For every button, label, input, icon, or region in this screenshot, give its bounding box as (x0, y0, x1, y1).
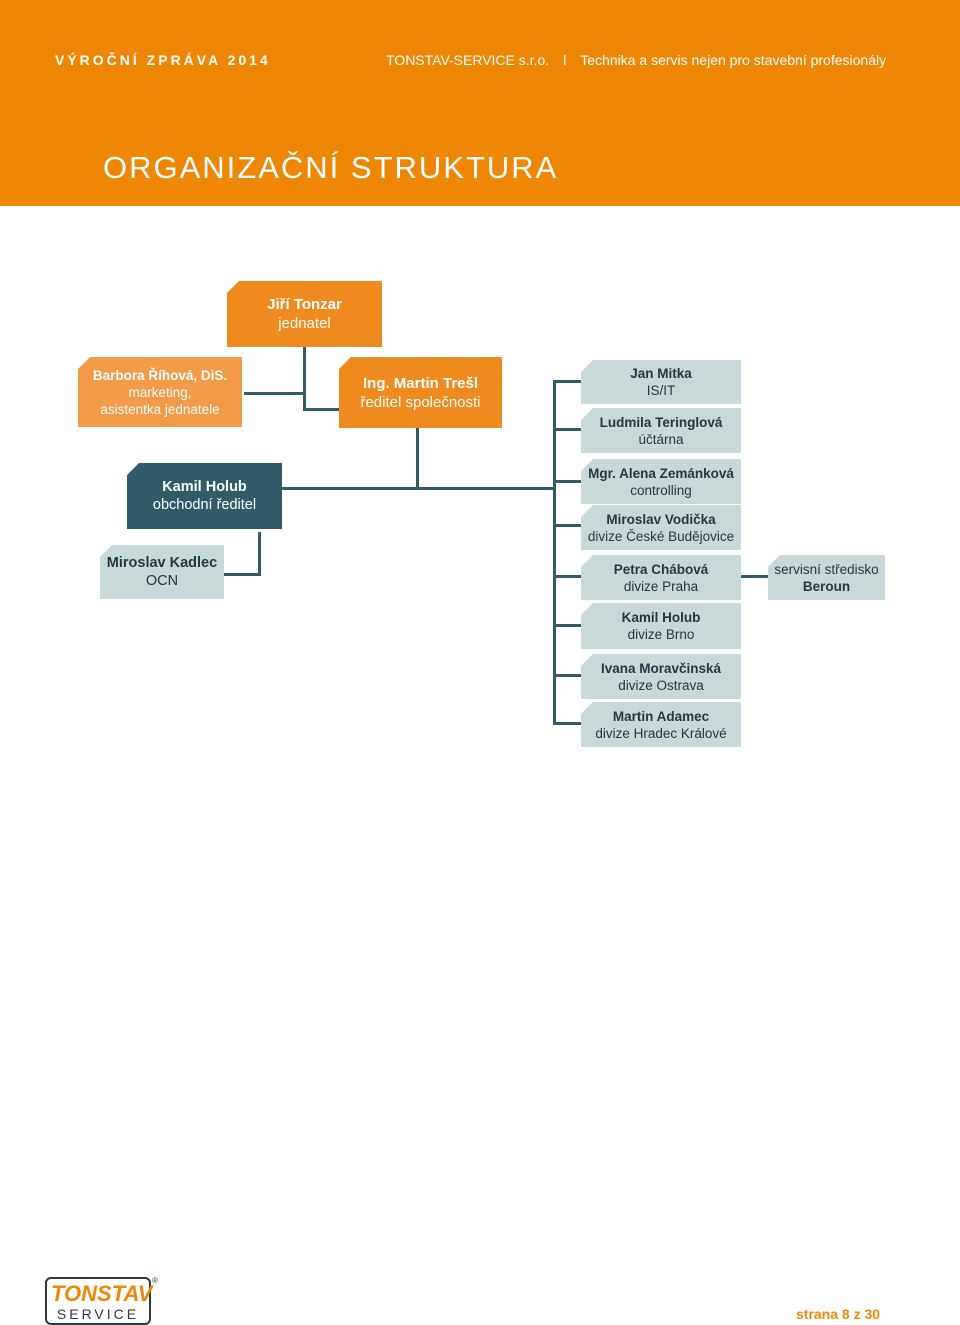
service-center-box: servisní středisko Beroun (768, 555, 885, 600)
unit-role: divize Praha (623, 578, 699, 594)
ocn-role: OCN (145, 573, 179, 589)
unit-box-ostrava: Ivana Moravčinská divize Ostrava (581, 654, 741, 699)
connector (553, 624, 581, 627)
ocn-box: Miroslav Kadlec OCN (100, 545, 224, 599)
assistant-box: Barbora Říhová, DiS. marketing, asistent… (78, 357, 242, 427)
company-logo: TONSTAV SERVICE (45, 1277, 153, 1325)
unit-role: controlling (630, 482, 692, 498)
director-box: Ing. Martin Trešl ředitel společnosti (339, 357, 502, 428)
assistant-role-2: asistentka jednatele (100, 401, 220, 417)
connector (553, 380, 556, 724)
connector (224, 573, 261, 576)
unit-name: Jan Mitka (630, 366, 692, 381)
connector (303, 347, 306, 411)
assistant-name: Barbora Říhová, DiS. (92, 367, 228, 383)
header-right: TONSTAV-SERVICE s.r.o. l Technika a servis… (386, 52, 886, 68)
unit-box-accounting: Ludmila Teringlová účtárna (581, 408, 741, 453)
tagline: Technika a servis nejen pro stavební pro… (580, 52, 887, 68)
connector (553, 480, 581, 483)
unit-box-praha: Petra Chábová divize Praha (581, 555, 741, 600)
unit-name: Martin Adamec (612, 708, 710, 724)
registered-mark: ® (152, 1276, 158, 1285)
logo-text-top: TONSTAV (51, 1281, 153, 1306)
unit-role: účtárna (638, 431, 684, 447)
page-number: strana 8 z 30 (796, 1306, 881, 1322)
company-name: TONSTAV-SERVICE s.r.o. (386, 52, 550, 68)
director-name: Ing. Martin Trešl (362, 374, 479, 392)
unit-role: divize Ostrava (618, 677, 704, 693)
ocn-name: Miroslav Kadlec (106, 555, 218, 571)
connector (553, 722, 581, 725)
connector (258, 532, 261, 576)
service-center-location: Beroun (802, 578, 851, 594)
connector (244, 392, 304, 395)
unit-name: Petra Chábová (613, 561, 709, 577)
director-role: ředitel společnosti (360, 393, 481, 411)
page-title: ORGANIZAČNÍ STRUKTURA (103, 150, 559, 185)
unit-role: divize České Budějovice (587, 528, 735, 544)
unit-name: Miroslav Vodička (606, 511, 716, 527)
connector (553, 575, 581, 578)
connector (553, 380, 581, 383)
logo-text-bottom: SERVICE (56, 1306, 140, 1322)
ceo-name: Jiří Tonzar (267, 296, 342, 313)
report-title: VÝROČNÍ ZPRÁVA 2014 (55, 52, 271, 68)
sales-director-box: Kamil Holub obchodní ředitel (127, 463, 282, 529)
header-banner: VÝROČNÍ ZPRÁVA 2014 TONSTAV-SERVICE s.r.… (0, 0, 960, 206)
unit-box-ceske-budejovice: Miroslav Vodička divize České Budějovice (581, 505, 741, 550)
sales-director-role: obchodní ředitel (152, 497, 257, 513)
unit-role: IS/IT (646, 383, 676, 398)
ceo-role: jednatel (278, 315, 331, 332)
unit-name: Mgr. Alena Zemánková (588, 465, 734, 481)
ceo-box: Jiří Tonzar jednatel (227, 281, 382, 347)
connector (553, 524, 581, 527)
unit-box-hradec-kralove: Martin Adamec divize Hradec Králové (581, 702, 741, 747)
unit-box-brno: Kamil Holub divize Brno (581, 603, 741, 649)
connector (553, 674, 581, 677)
unit-box-controlling: Mgr. Alena Zemánková controlling (581, 459, 741, 504)
connector (741, 575, 768, 578)
connector (553, 428, 581, 431)
service-center-label: servisní středisko (774, 561, 879, 577)
connector (303, 408, 339, 411)
unit-box-it: Jan Mitka IS/IT (581, 360, 741, 404)
header-separator: l (563, 52, 567, 68)
assistant-role-1: marketing, (128, 384, 192, 400)
unit-name: Ludmila Teringlová (599, 414, 723, 430)
unit-role: divize Brno (627, 627, 695, 642)
sales-director-name: Kamil Holub (162, 479, 247, 495)
unit-name: Kamil Holub (621, 610, 701, 625)
unit-role: divize Hradec Králové (595, 725, 727, 741)
unit-name: Ivana Moravčinská (600, 660, 722, 676)
connector (282, 487, 556, 490)
connector (416, 428, 419, 490)
